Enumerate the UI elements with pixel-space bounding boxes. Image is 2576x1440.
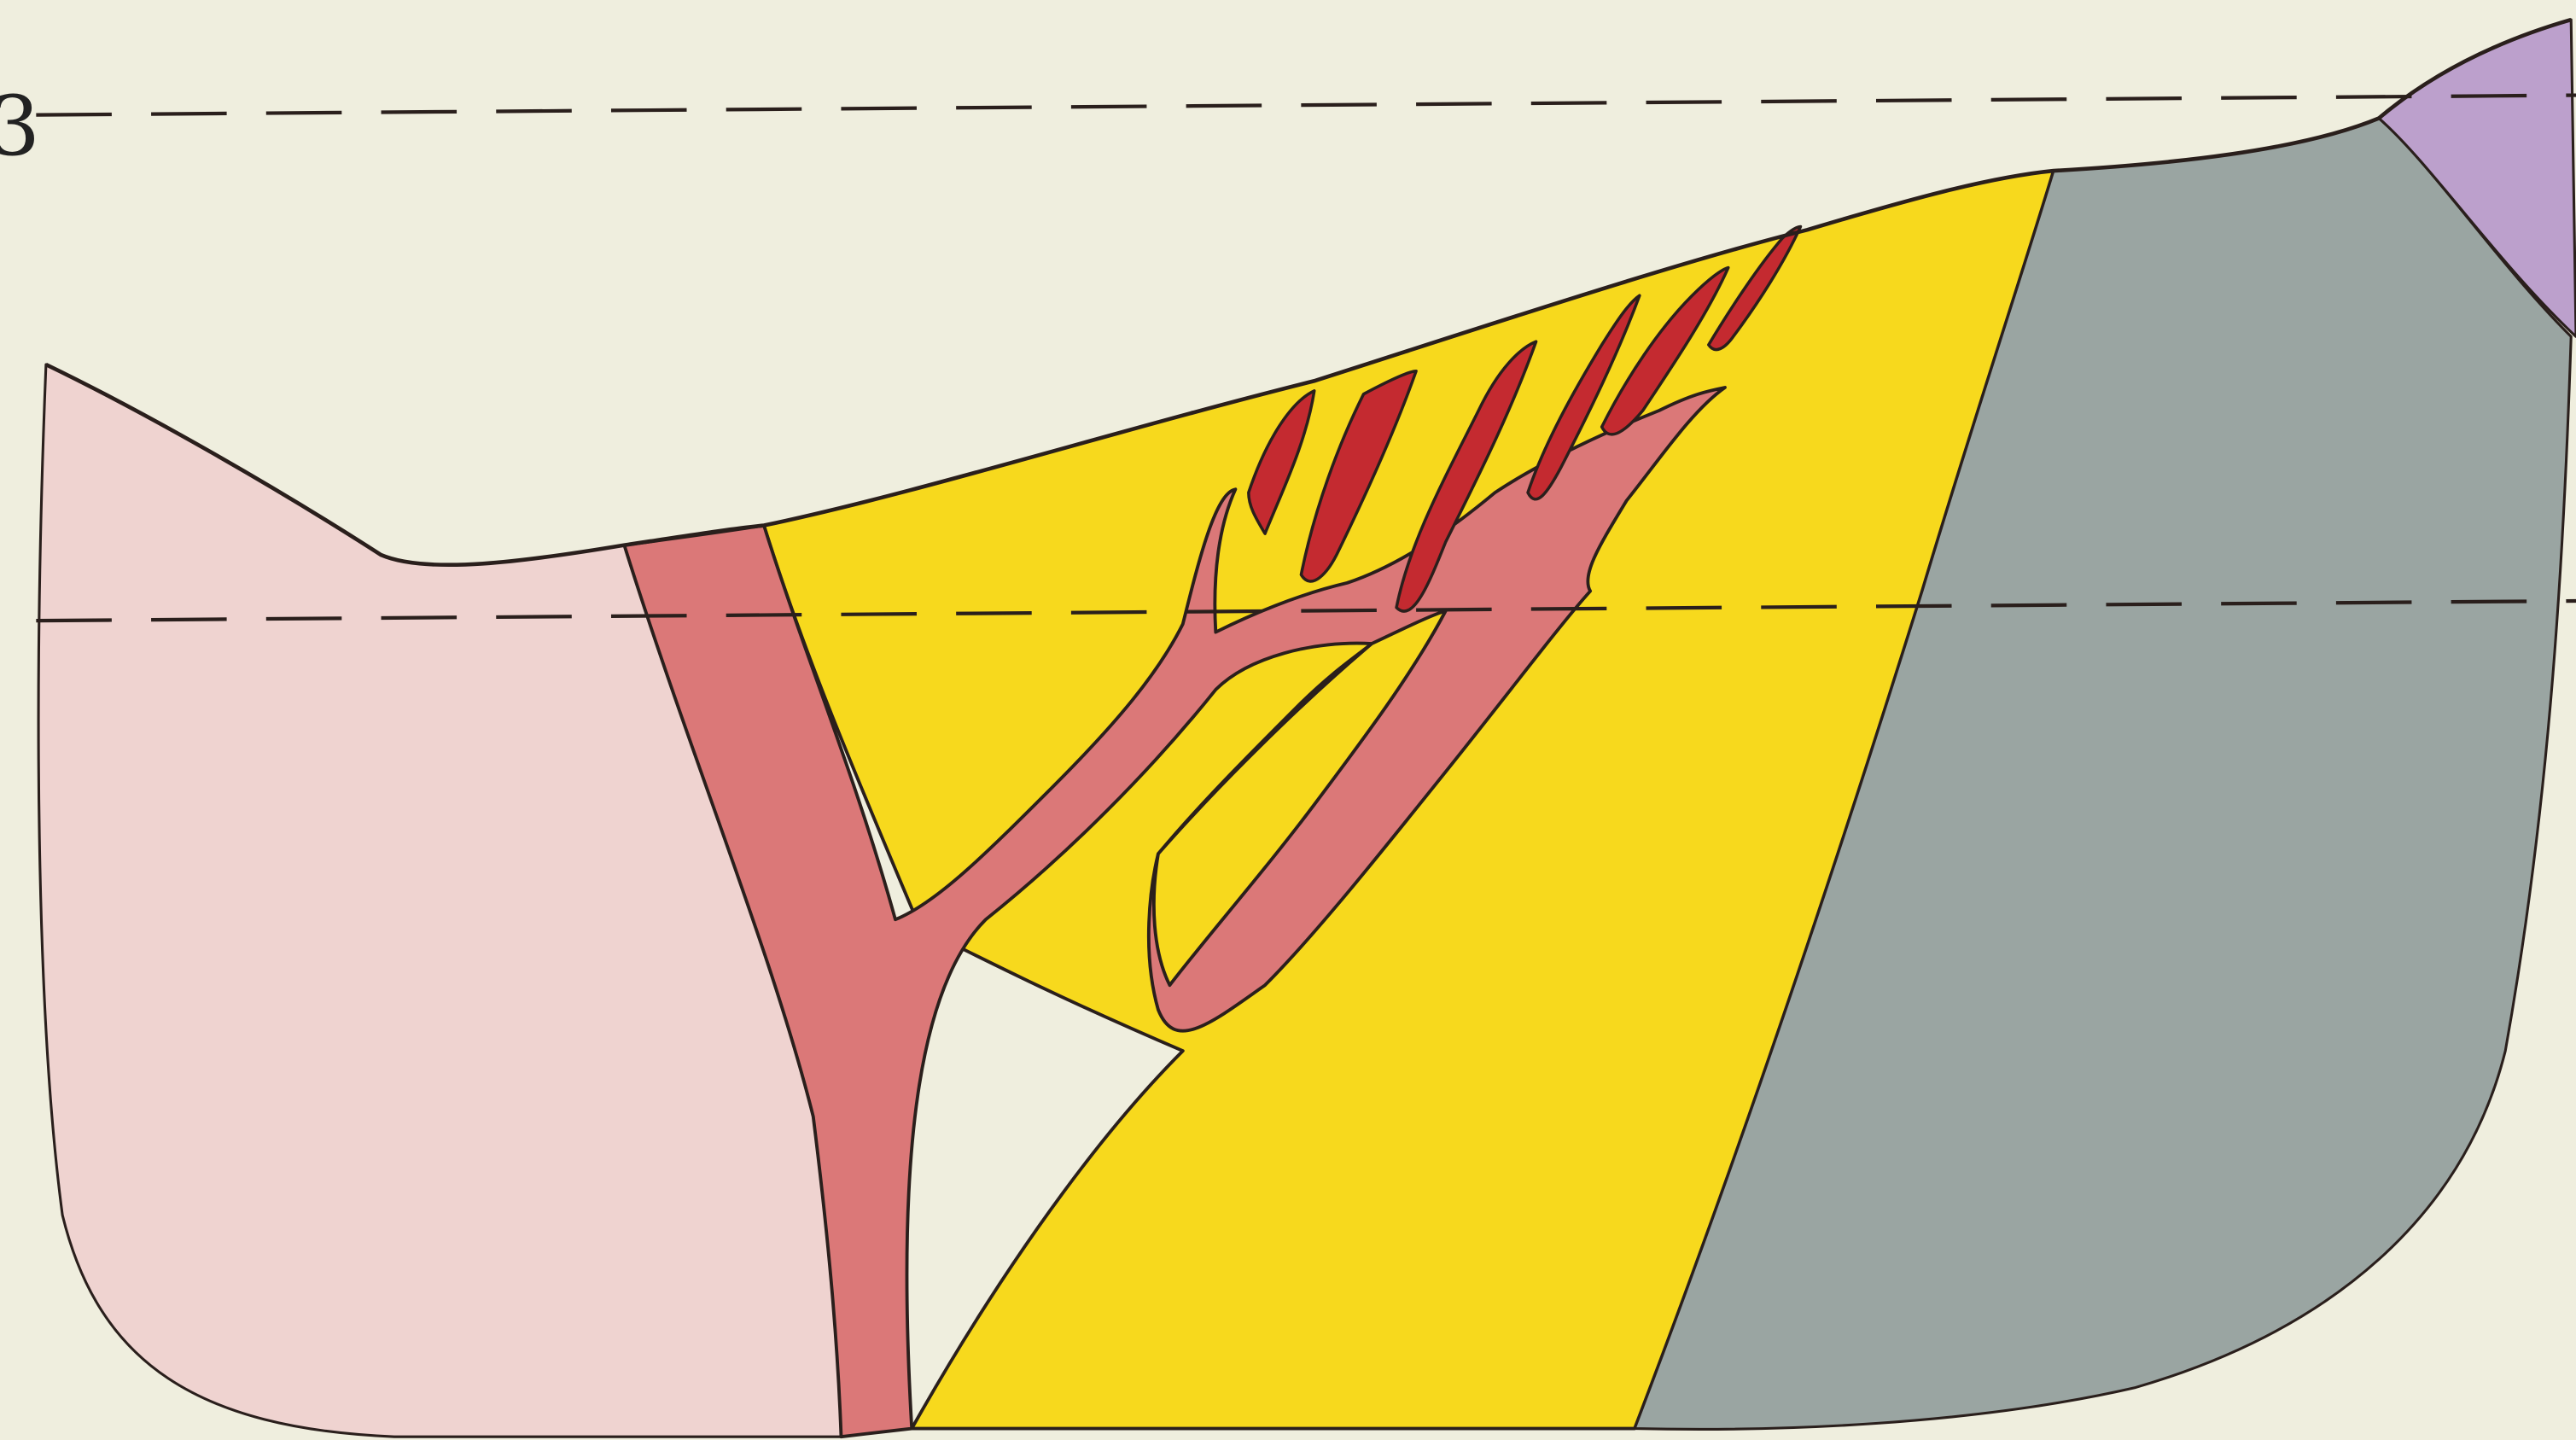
upper-dashed-line [36,96,2576,115]
left-unit [38,364,841,1437]
